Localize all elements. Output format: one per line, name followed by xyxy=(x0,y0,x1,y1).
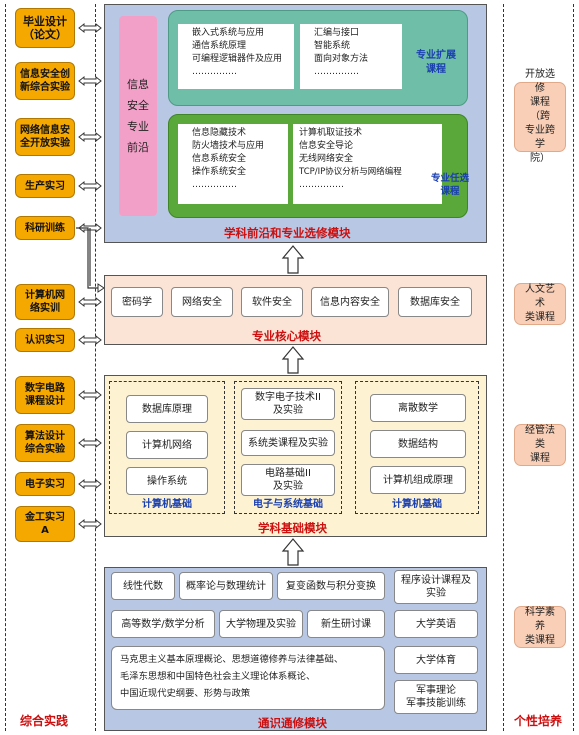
core-course-software-security: 软件安全 xyxy=(241,287,303,317)
general-programming: 程序设计课程及 实验 xyxy=(394,570,478,604)
right-column-border-inner xyxy=(503,4,504,731)
general-politics-courses: 马克思主义基本原理概论、思想道德修养与法律基础、 毛泽东思想和中国特色社会主义理… xyxy=(111,646,385,710)
left-double-arrow-7 xyxy=(78,389,102,401)
extension-b-1: 智能系统 xyxy=(314,41,351,51)
left-item-innovation-lab: 信息安全创 新综合实验 xyxy=(15,62,75,100)
foundation-a-label: 计算机基础 xyxy=(142,499,192,510)
extension-a-0: 嵌入式系统与应用 xyxy=(192,28,265,38)
foundation-a-item-2: 操作系统 xyxy=(126,467,208,495)
right-column-footer: 个性培养 xyxy=(514,714,563,728)
elective-a-1: 防火墙技术与应用 xyxy=(192,141,265,151)
core-module-title: 专业核心模块 xyxy=(252,329,321,343)
general-military: 军事理论 军事技能训练 xyxy=(394,680,478,714)
extension-b-3: …………… xyxy=(314,67,359,77)
general-english: 大学英语 xyxy=(394,610,478,638)
foundation-b-label: 电子与系统基础 xyxy=(253,499,323,510)
elective-a-0: 信息隐藏技术 xyxy=(192,128,247,138)
general-module-title: 通识通修模块 xyxy=(258,716,327,730)
extension-b-2: 面向对象方法 xyxy=(314,54,369,64)
general-probability: 概率论与数理统计 xyxy=(179,572,273,600)
left-double-arrow-5 xyxy=(78,296,102,308)
general-linear-algebra: 线性代数 xyxy=(111,572,175,600)
foundation-a-item-1: 计算机网络 xyxy=(126,431,208,459)
extension-b-0: 汇编与接口 xyxy=(314,28,360,38)
left-item-production-practice: 生产实习 xyxy=(15,174,75,198)
left-item-research-training: 科研训练 xyxy=(15,216,75,240)
general-pe: 大学体育 xyxy=(394,646,478,674)
general-advanced-math: 高等数学/数学分析 xyxy=(111,610,215,638)
elective-b-4: …………… xyxy=(299,180,344,190)
foundation-c-label: 计算机基础 xyxy=(392,499,442,510)
elective-list-b: 计算机取证技术 信息安全导论 无线网络安全 TCP/IP协议分析与网络编程 ……… xyxy=(293,124,442,204)
foundation-module-title: 学科基础模块 xyxy=(258,521,327,535)
left-column-border-inner xyxy=(95,4,96,731)
elective-b-1: 信息安全导论 xyxy=(299,141,354,151)
left-item-digital-circuit-design: 数字电路 课程设计 xyxy=(15,376,75,414)
extension-a-1: 通信系统原理 xyxy=(192,41,247,51)
frontier-module-title: 学科前沿和专业选修模块 xyxy=(224,226,351,240)
left-double-arrow-6 xyxy=(78,334,102,346)
extension-a-3: …………… xyxy=(192,67,237,77)
elective-a-3: 操作系统安全 xyxy=(192,167,247,177)
core-course-cryptography: 密码学 xyxy=(111,287,163,317)
foundation-group-computer-c xyxy=(355,381,479,514)
general-physics: 大学物理及实验 xyxy=(219,610,303,638)
left-item-network-training: 计算机网 络实训 xyxy=(15,284,75,320)
left-double-arrow-0 xyxy=(78,22,102,34)
right-item-science-literacy: 科学素养 类课程 xyxy=(514,606,566,648)
left-double-arrow-9 xyxy=(78,478,102,490)
core-course-content-security: 信息内容安全 xyxy=(311,287,389,317)
right-item-humanities: 人文艺术 类课程 xyxy=(514,283,566,325)
elective-a-4: …………… xyxy=(192,180,237,190)
foundation-b-item-2: 电路基础II 及实验 xyxy=(241,464,335,496)
extension-list-b: 汇编与接口 智能系统 面向对象方法 …………… xyxy=(300,24,402,89)
frontier-pink-label: 信息 安全 专业 前沿 xyxy=(119,16,157,216)
elective-a-2: 信息系统安全 xyxy=(192,154,247,164)
core-course-database-security: 数据库安全 xyxy=(398,287,472,317)
left-double-arrow-8 xyxy=(78,437,102,449)
elective-b-0: 计算机取证技术 xyxy=(299,128,363,138)
core-course-network-security: 网络安全 xyxy=(171,287,233,317)
foundation-b-item-1: 系统类课程及实验 xyxy=(241,430,335,456)
left-item-cognitive-practice: 认识实习 xyxy=(15,328,75,352)
left-item-open-lab: 网络信息安 全开放实验 xyxy=(15,118,75,156)
foundation-a-item-0: 数据库原理 xyxy=(126,395,208,423)
left-double-arrow-2 xyxy=(78,131,102,143)
foundation-c-item-0: 离散数学 xyxy=(370,394,466,422)
foundation-c-item-2: 计算机组成原理 xyxy=(370,466,466,494)
left-item-algorithm-lab: 算法设计 综合实验 xyxy=(15,424,75,462)
extension-a-2: 可编程逻辑器件及应用 xyxy=(192,54,283,64)
foundation-b-item-0: 数字电子技术II 及实验 xyxy=(241,388,335,420)
extension-list-a: 嵌入式系统与应用 通信系统原理 可编程逻辑器件及应用 …………… xyxy=(178,24,294,89)
left-item-graduation-design: 毕业设计 （论文） xyxy=(15,8,75,48)
foundation-c-item-1: 数据结构 xyxy=(370,430,466,458)
elective-b-3: TCP/IP协议分析与网络编程 xyxy=(299,167,402,177)
left-double-arrow-1 xyxy=(78,75,102,87)
right-column-border-outer xyxy=(573,4,574,731)
extension-course-label: 专业扩展 课程 xyxy=(416,50,456,75)
foundation-group-electronics xyxy=(234,381,342,514)
left-item-metalwork-practice: 金工实习 A xyxy=(15,506,75,542)
left-column-footer: 综合实践 xyxy=(20,714,69,728)
foundation-group-computer-a xyxy=(109,381,225,514)
elective-list-a: 信息隐藏技术 防火墙技术与应用 信息系统安全 操作系统安全 …………… xyxy=(178,124,288,204)
elective-b-2: 无线网络安全 xyxy=(299,154,354,164)
left-double-arrow-3 xyxy=(78,180,102,192)
left-double-arrow-10 xyxy=(78,518,102,530)
general-freshman-seminar: 新生研讨课 xyxy=(307,610,385,638)
left-item-electronics-practice: 电子实习 xyxy=(15,472,75,496)
elective-course-label: 专业任选 课程 xyxy=(430,173,469,197)
general-complex-functions: 复变函数与积分变换 xyxy=(277,572,385,600)
right-item-economics-law: 经管法类 课程 xyxy=(514,424,566,466)
left-column-border-outer xyxy=(5,4,6,731)
